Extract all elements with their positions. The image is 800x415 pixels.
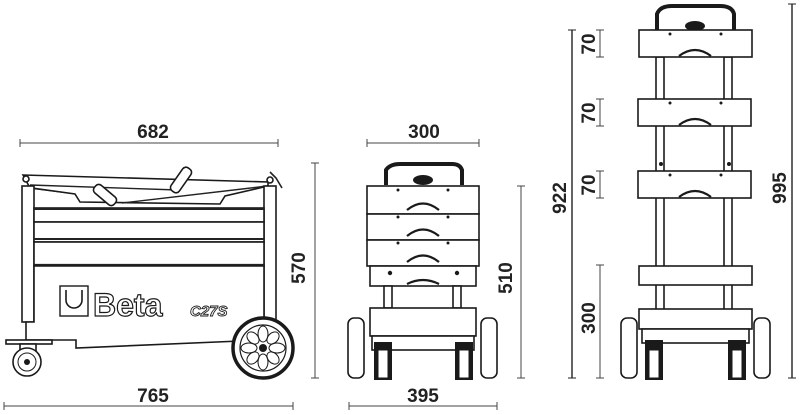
tray2-height-label: 70 <box>579 102 600 123</box>
side-bottom-width-label: 765 <box>137 386 169 407</box>
brand-name: Beta <box>93 287 163 323</box>
extended-995-label: 995 <box>770 172 791 204</box>
side-top-width-label: 682 <box>137 122 169 143</box>
model-name: C27S <box>190 303 228 320</box>
beta-logo: Beta C27S <box>59 285 228 324</box>
side-view: 682 Beta C27S <box>3 122 319 410</box>
front-height-label: 510 <box>496 262 517 294</box>
tray1-height-label: 70 <box>579 33 600 54</box>
large-wheel <box>231 316 295 380</box>
front-bottom-width-label: 395 <box>407 386 439 407</box>
front-top-width-label: 300 <box>408 122 440 143</box>
side-height-label: 570 <box>289 252 310 284</box>
tray3-height-label: 70 <box>579 174 600 195</box>
front-extended-view: 922 70 70 70 300 <box>550 3 796 380</box>
front-closed-view: 300 <box>347 122 525 410</box>
extended-922-label: 922 <box>550 182 571 214</box>
base-height-label: 300 <box>579 302 600 334</box>
